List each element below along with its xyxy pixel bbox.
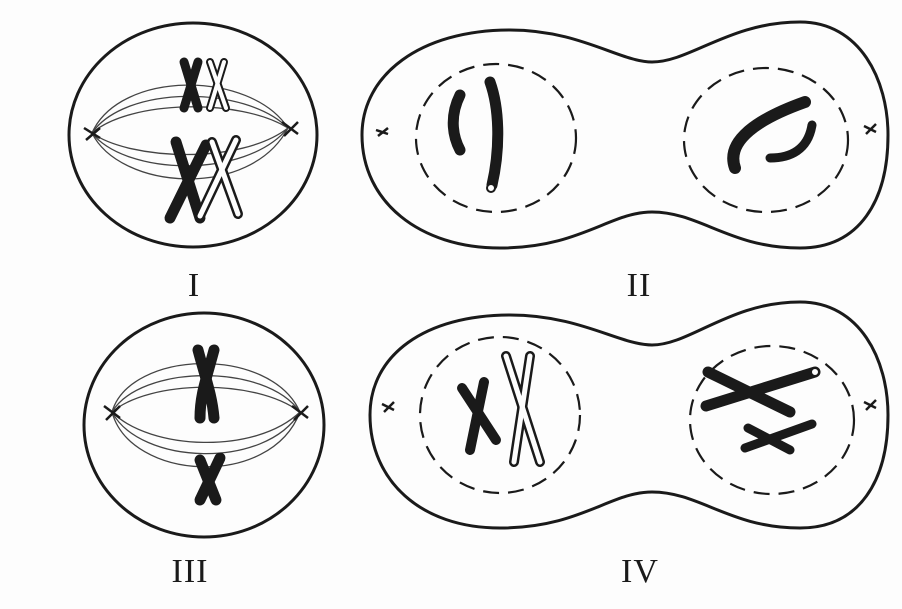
cell-3-label: III xyxy=(130,552,250,592)
cell-2-left-centriole xyxy=(376,128,388,136)
cell-4 xyxy=(370,302,888,528)
cell-2-label: II xyxy=(579,266,699,306)
cell-4-left-nucleus xyxy=(420,337,580,493)
cell-4-chromosomes-left xyxy=(462,356,540,462)
cell-1-right-pole xyxy=(282,122,298,136)
cell-3-chromosome-large xyxy=(198,350,214,418)
cell-1 xyxy=(69,23,317,247)
cell-3-right-pole xyxy=(292,406,308,420)
cell-4-label: IV xyxy=(580,552,700,592)
cell-1-label: I xyxy=(134,266,254,306)
cell-3-chromosome-small xyxy=(200,458,220,500)
cell-1-chromosome-small-light xyxy=(210,62,226,108)
cell-4-membrane xyxy=(370,302,888,528)
cell-4-right-nucleus xyxy=(690,346,854,494)
cell-2-chromosomes-left xyxy=(453,82,498,192)
cell-2 xyxy=(362,22,888,248)
cell-4-right-centriole xyxy=(864,400,876,410)
cell-2-chromosomes-right xyxy=(733,102,812,168)
cell-3 xyxy=(84,313,324,537)
cell-4-left-centriole xyxy=(382,402,394,412)
cell-2-right-centriole xyxy=(864,124,876,134)
cell-2-right-nucleus xyxy=(684,68,848,212)
cell-3-left-pole xyxy=(104,406,120,420)
cell-4-chromosomes-right xyxy=(706,368,819,450)
